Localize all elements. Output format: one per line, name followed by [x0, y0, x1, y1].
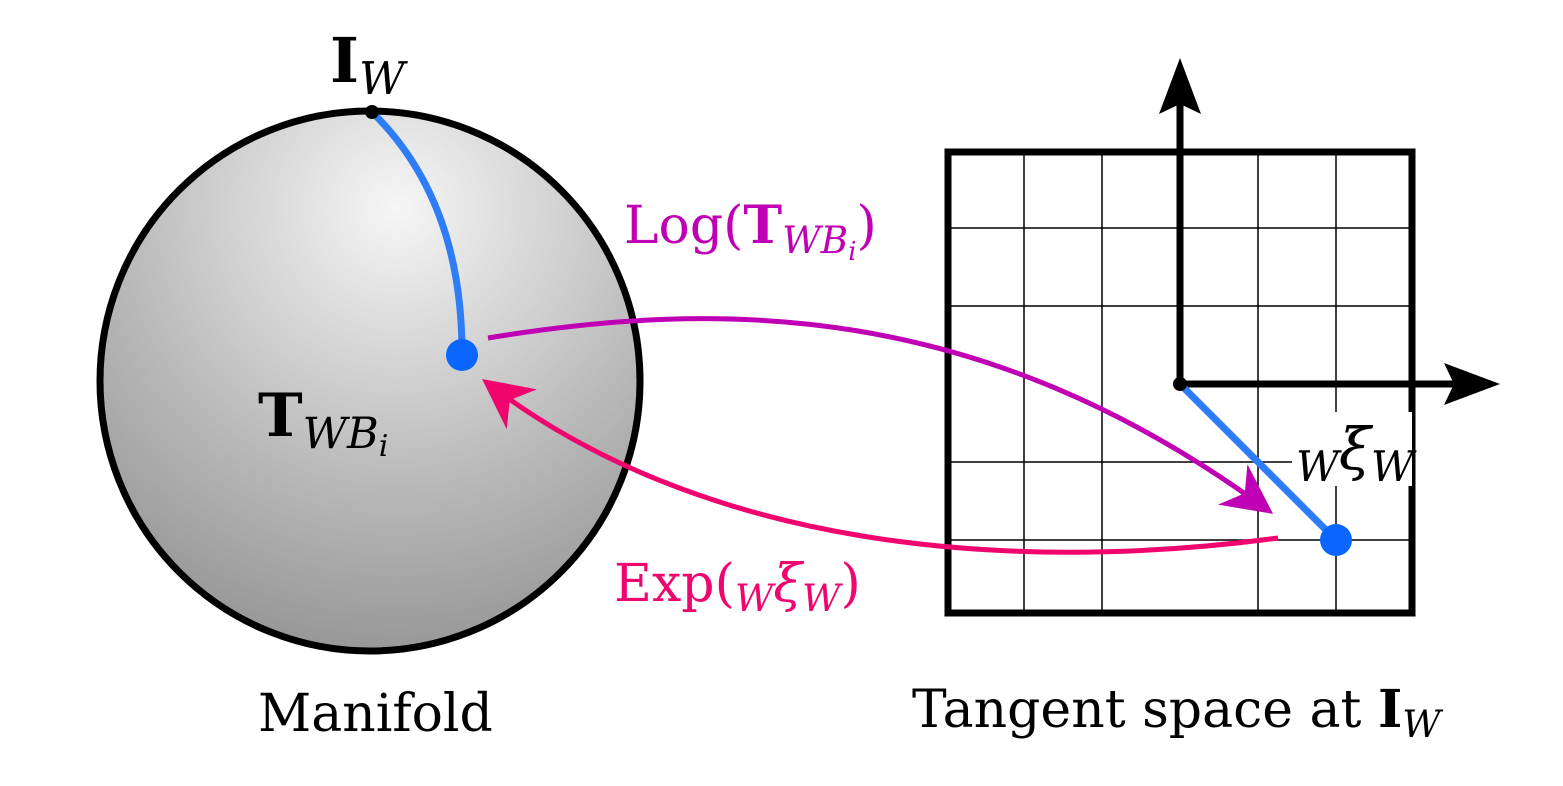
vector-label-background [1292, 412, 1412, 486]
manifold-sphere [96, 107, 644, 655]
tangent-vector [1176, 380, 1340, 544]
pose-point [446, 339, 478, 371]
pose-label: TWBi [258, 381, 389, 464]
exp-map-label: Exp(WξW) [614, 554, 861, 621]
x-axis-arrowhead [1444, 363, 1500, 405]
exp-arrow [482, 378, 1279, 555]
tangent-space-caption: Tangent space at IW [912, 679, 1441, 747]
tangent-point [1320, 524, 1352, 556]
log-map-label: Log(TWBi) [624, 195, 877, 268]
tangent-vector-label: WξW [1296, 415, 1414, 491]
y-axis-arrowhead [1159, 58, 1201, 114]
manifold-caption: Manifold [258, 684, 493, 744]
tangent-origin [1173, 377, 1187, 391]
geodesic-path [368, 108, 466, 357]
identity-label: IW [330, 24, 405, 106]
identity-point [365, 105, 379, 119]
log-arrow [487, 316, 1274, 514]
